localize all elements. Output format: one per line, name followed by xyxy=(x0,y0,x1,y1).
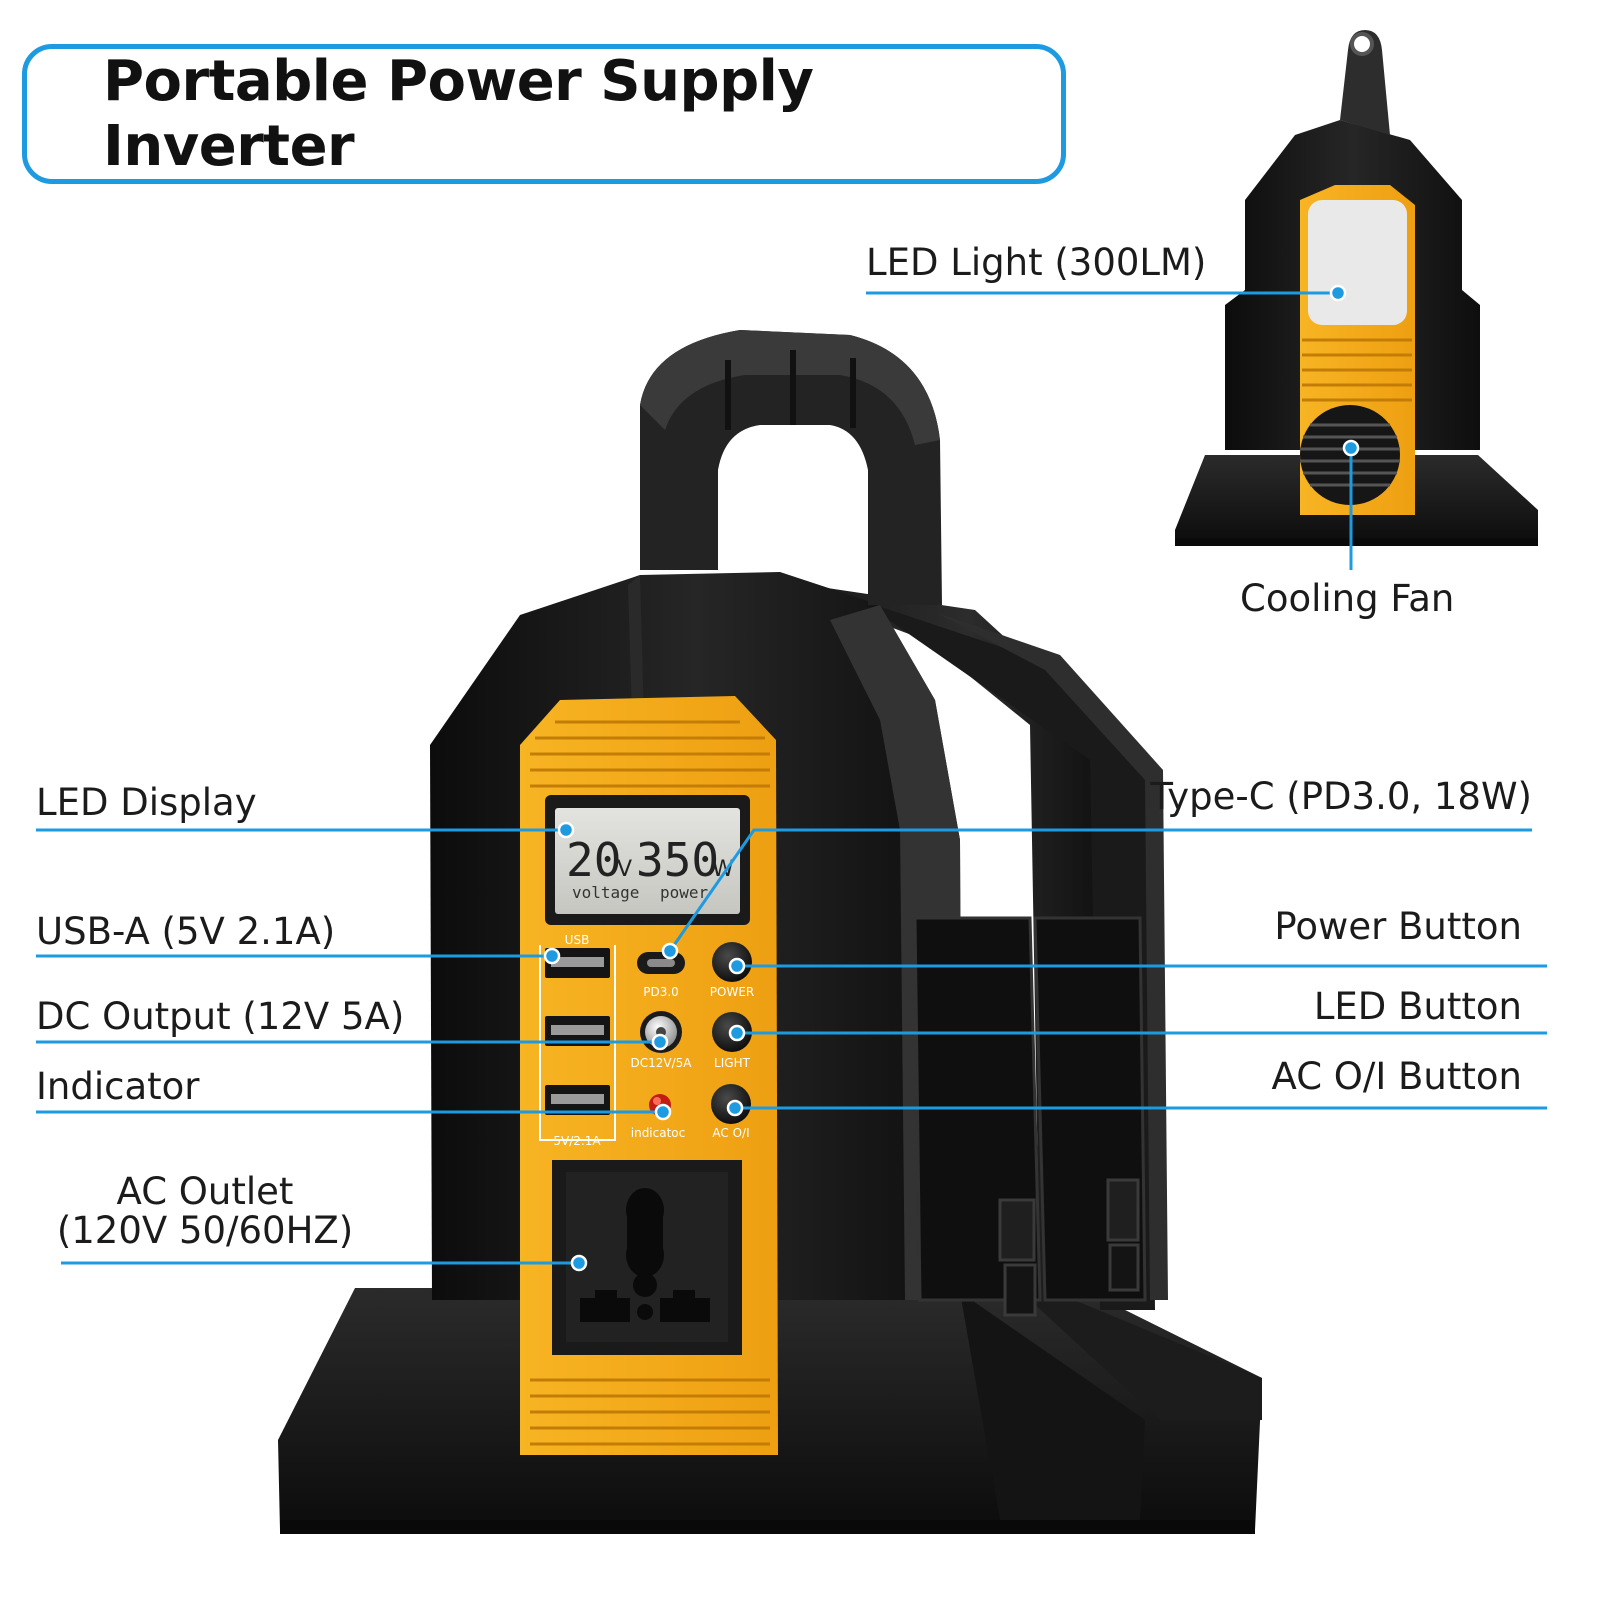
callout-usb-a: USB-A (5V 2.1A) xyxy=(36,910,336,953)
front-panel: 20 V 350 W voltage power USB 5V/2.1A xyxy=(520,696,778,1455)
callout-dots xyxy=(543,284,1360,1272)
main-device: 20 V 350 W voltage power USB 5V/2.1A xyxy=(278,330,1262,1534)
callout-power-button: Power Button xyxy=(1274,905,1522,948)
dot-led-button xyxy=(728,1024,746,1042)
callout-type-c: Type-C (PD3.0, 18W) xyxy=(1150,775,1532,818)
dc-panel-label: DC12V/5A xyxy=(631,1056,693,1070)
display-power-label: power xyxy=(660,883,709,902)
led-display: 20 V 350 W voltage power xyxy=(545,795,750,925)
display-power-unit: W xyxy=(712,857,734,882)
display-voltage-unit: V xyxy=(617,857,632,882)
dot-indicator xyxy=(654,1103,672,1121)
callout-led-light: LED Light (300LM) xyxy=(866,241,1207,284)
display-voltage: 20 xyxy=(566,833,621,887)
led-light xyxy=(1308,200,1407,325)
battery-slots xyxy=(913,916,1147,1317)
carry-handle xyxy=(640,330,942,605)
dot-led-display xyxy=(557,821,575,839)
side-view-device xyxy=(1175,30,1538,546)
title-box: Portable Power Supply Inverter xyxy=(22,44,1066,184)
dot-ac-outlet xyxy=(570,1254,588,1272)
callout-led-button: LED Button xyxy=(1313,985,1522,1028)
callout-lines xyxy=(36,291,1547,1265)
usb-panel-label: USB xyxy=(565,933,590,947)
type-c-port[interactable] xyxy=(637,952,685,974)
callout-led-display: LED Display xyxy=(36,781,257,824)
display-power: 350 xyxy=(636,833,719,887)
callout-indicator: Indicator xyxy=(36,1065,200,1108)
indicator-highlight xyxy=(653,1097,661,1105)
pd-panel-label: PD3.0 xyxy=(643,985,679,999)
callout-ac-outlet: AC Outlet (120V 50/60HZ) xyxy=(40,1170,370,1253)
indicator-panel-label: indicatoc xyxy=(631,1126,686,1140)
power-panel-label: POWER xyxy=(710,985,754,999)
callout-ac-button: AC O/I Button xyxy=(1271,1055,1522,1098)
callout-dc-output: DC Output (12V 5A) xyxy=(36,995,405,1038)
dot-ac-button xyxy=(726,1099,744,1117)
dot-power-button xyxy=(728,957,746,975)
display-voltage-label: voltage xyxy=(572,883,639,902)
dot-type-c xyxy=(661,942,679,960)
light-panel-label: LIGHT xyxy=(714,1056,751,1070)
page-title: Portable Power Supply Inverter xyxy=(103,49,814,179)
callout-ac-outlet-line1: AC Outlet xyxy=(116,1170,294,1213)
callout-cooling-fan: Cooling Fan xyxy=(1240,577,1455,620)
usb-a-ports[interactable] xyxy=(545,948,610,1115)
dot-led-light xyxy=(1329,284,1347,302)
dot-usb-a xyxy=(543,947,561,965)
dot-cooling-fan xyxy=(1342,439,1360,457)
dot-dc-output xyxy=(651,1033,669,1051)
ac-panel-label: AC O/I xyxy=(712,1126,749,1140)
callout-ac-outlet-line2: (120V 50/60HZ) xyxy=(56,1209,354,1253)
usb-rating-label: 5V/2.1A xyxy=(553,1134,601,1148)
